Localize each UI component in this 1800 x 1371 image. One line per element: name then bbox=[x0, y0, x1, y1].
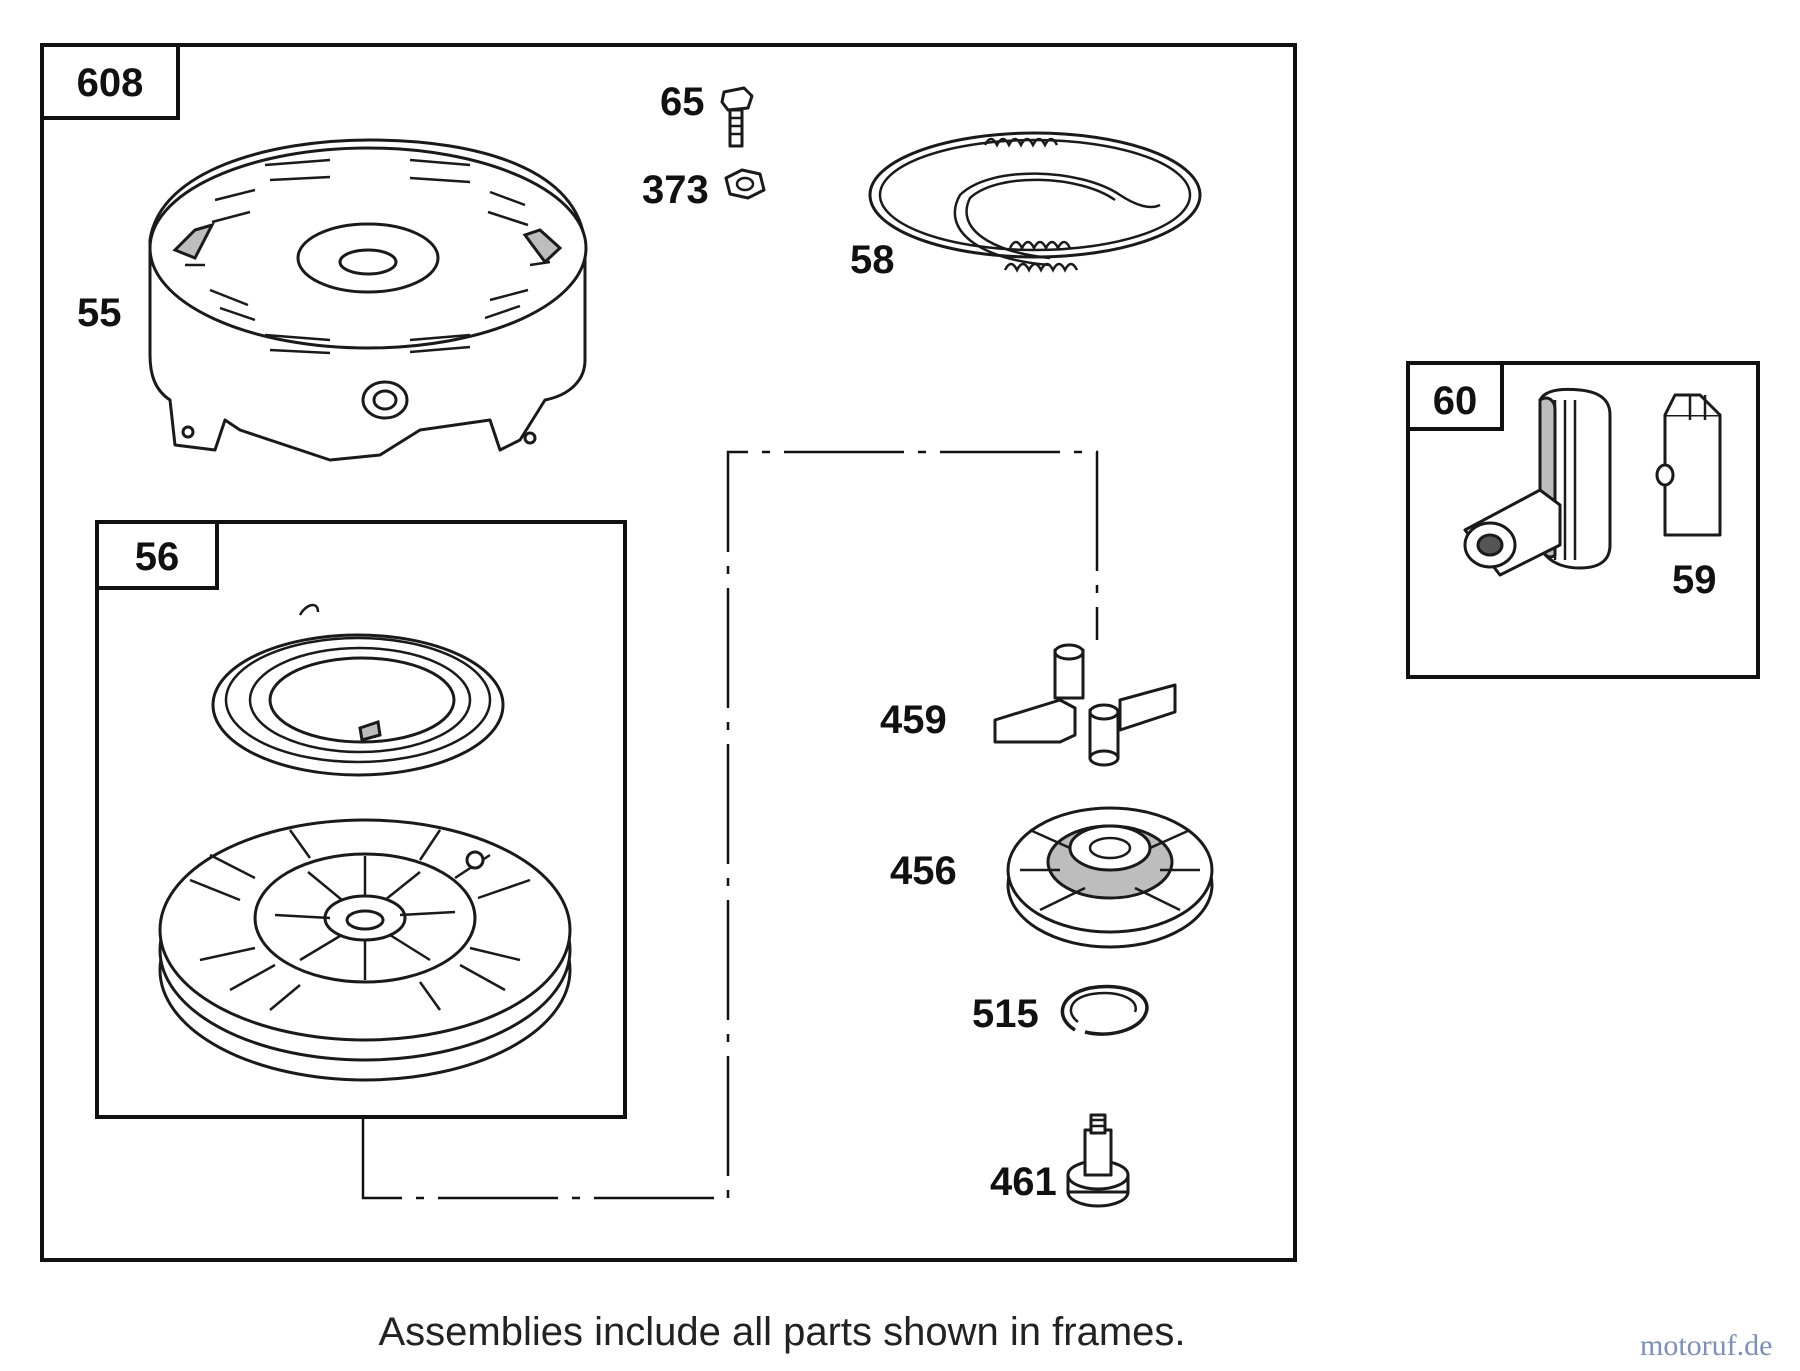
frame-608-label-box bbox=[40, 43, 180, 120]
part-65-label: 65 bbox=[660, 80, 705, 124]
starter-handle-part bbox=[1463, 387, 1612, 577]
part-58-label: 58 bbox=[850, 238, 895, 282]
frame-56-label-box bbox=[95, 520, 219, 590]
pulley-part bbox=[158, 818, 572, 1082]
part-456-label: 456 bbox=[890, 849, 957, 893]
assembly-frame-60 bbox=[1406, 361, 1760, 679]
part-515-label: 515 bbox=[972, 992, 1039, 1036]
recoil-spring-part bbox=[211, 603, 505, 777]
starter-rope-part bbox=[868, 131, 1202, 273]
part-461-label: 461 bbox=[990, 1160, 1057, 1204]
frame-60-label: 60 bbox=[1433, 379, 1478, 423]
frame-56-label: 56 bbox=[135, 535, 180, 579]
assembly-connector-line bbox=[361, 450, 1099, 1200]
assembly-frame-56 bbox=[95, 520, 627, 1119]
bolt-part bbox=[720, 86, 754, 148]
frame-608-label: 608 bbox=[77, 61, 144, 105]
frame-60-label-box bbox=[1406, 361, 1504, 431]
part-55-label: 55 bbox=[77, 291, 122, 335]
assembly-frame-608 bbox=[40, 43, 1297, 1262]
diagram-caption: Assemblies include all parts shown in fr… bbox=[378, 1310, 1185, 1354]
starter-dog-part bbox=[993, 643, 1177, 767]
watermark-logo: motoruf.de bbox=[1640, 1329, 1772, 1362]
part-459-label: 459 bbox=[880, 698, 947, 742]
part-373-label: 373 bbox=[642, 168, 709, 212]
retaining-ring-part bbox=[1060, 984, 1149, 1036]
part-59-label: 59 bbox=[1672, 558, 1717, 602]
starter-housing-part bbox=[148, 138, 588, 462]
handle-insert-part bbox=[1655, 393, 1722, 537]
nut-part bbox=[724, 168, 766, 200]
retainer-part bbox=[1006, 806, 1214, 949]
screw-part bbox=[1066, 1113, 1130, 1208]
